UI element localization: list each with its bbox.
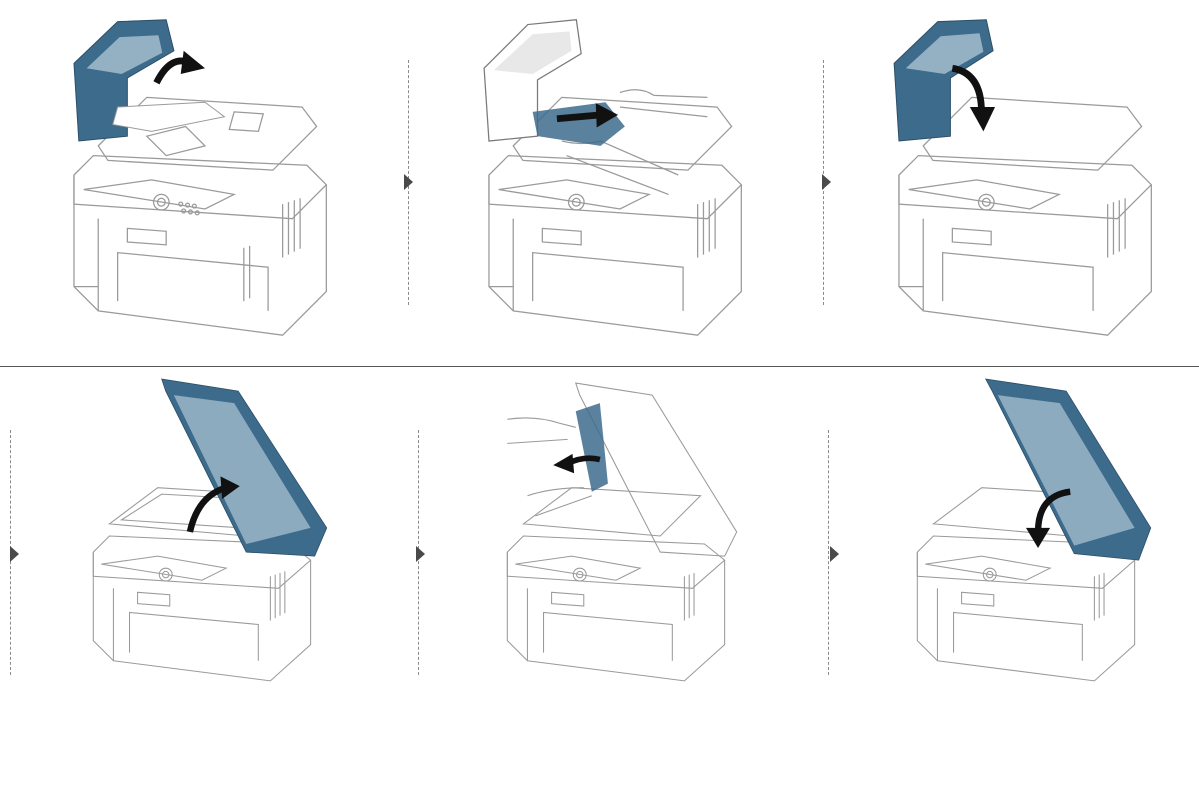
step-5-illustration: [470, 375, 770, 705]
step-arrow-marker: [416, 546, 425, 562]
step-arrow-marker: [822, 174, 831, 190]
step-2-illustration: [470, 10, 770, 340]
step-separator: [828, 430, 829, 675]
step-arrow-marker: [10, 546, 19, 562]
step-arrow-marker: [830, 546, 839, 562]
step-arrow-marker: [404, 174, 413, 190]
row-divider: [0, 366, 1199, 367]
step-1-illustration: [55, 10, 355, 340]
step-3-illustration: [880, 10, 1180, 340]
step-4-illustration: [60, 375, 360, 705]
step-6-illustration: [880, 375, 1180, 705]
